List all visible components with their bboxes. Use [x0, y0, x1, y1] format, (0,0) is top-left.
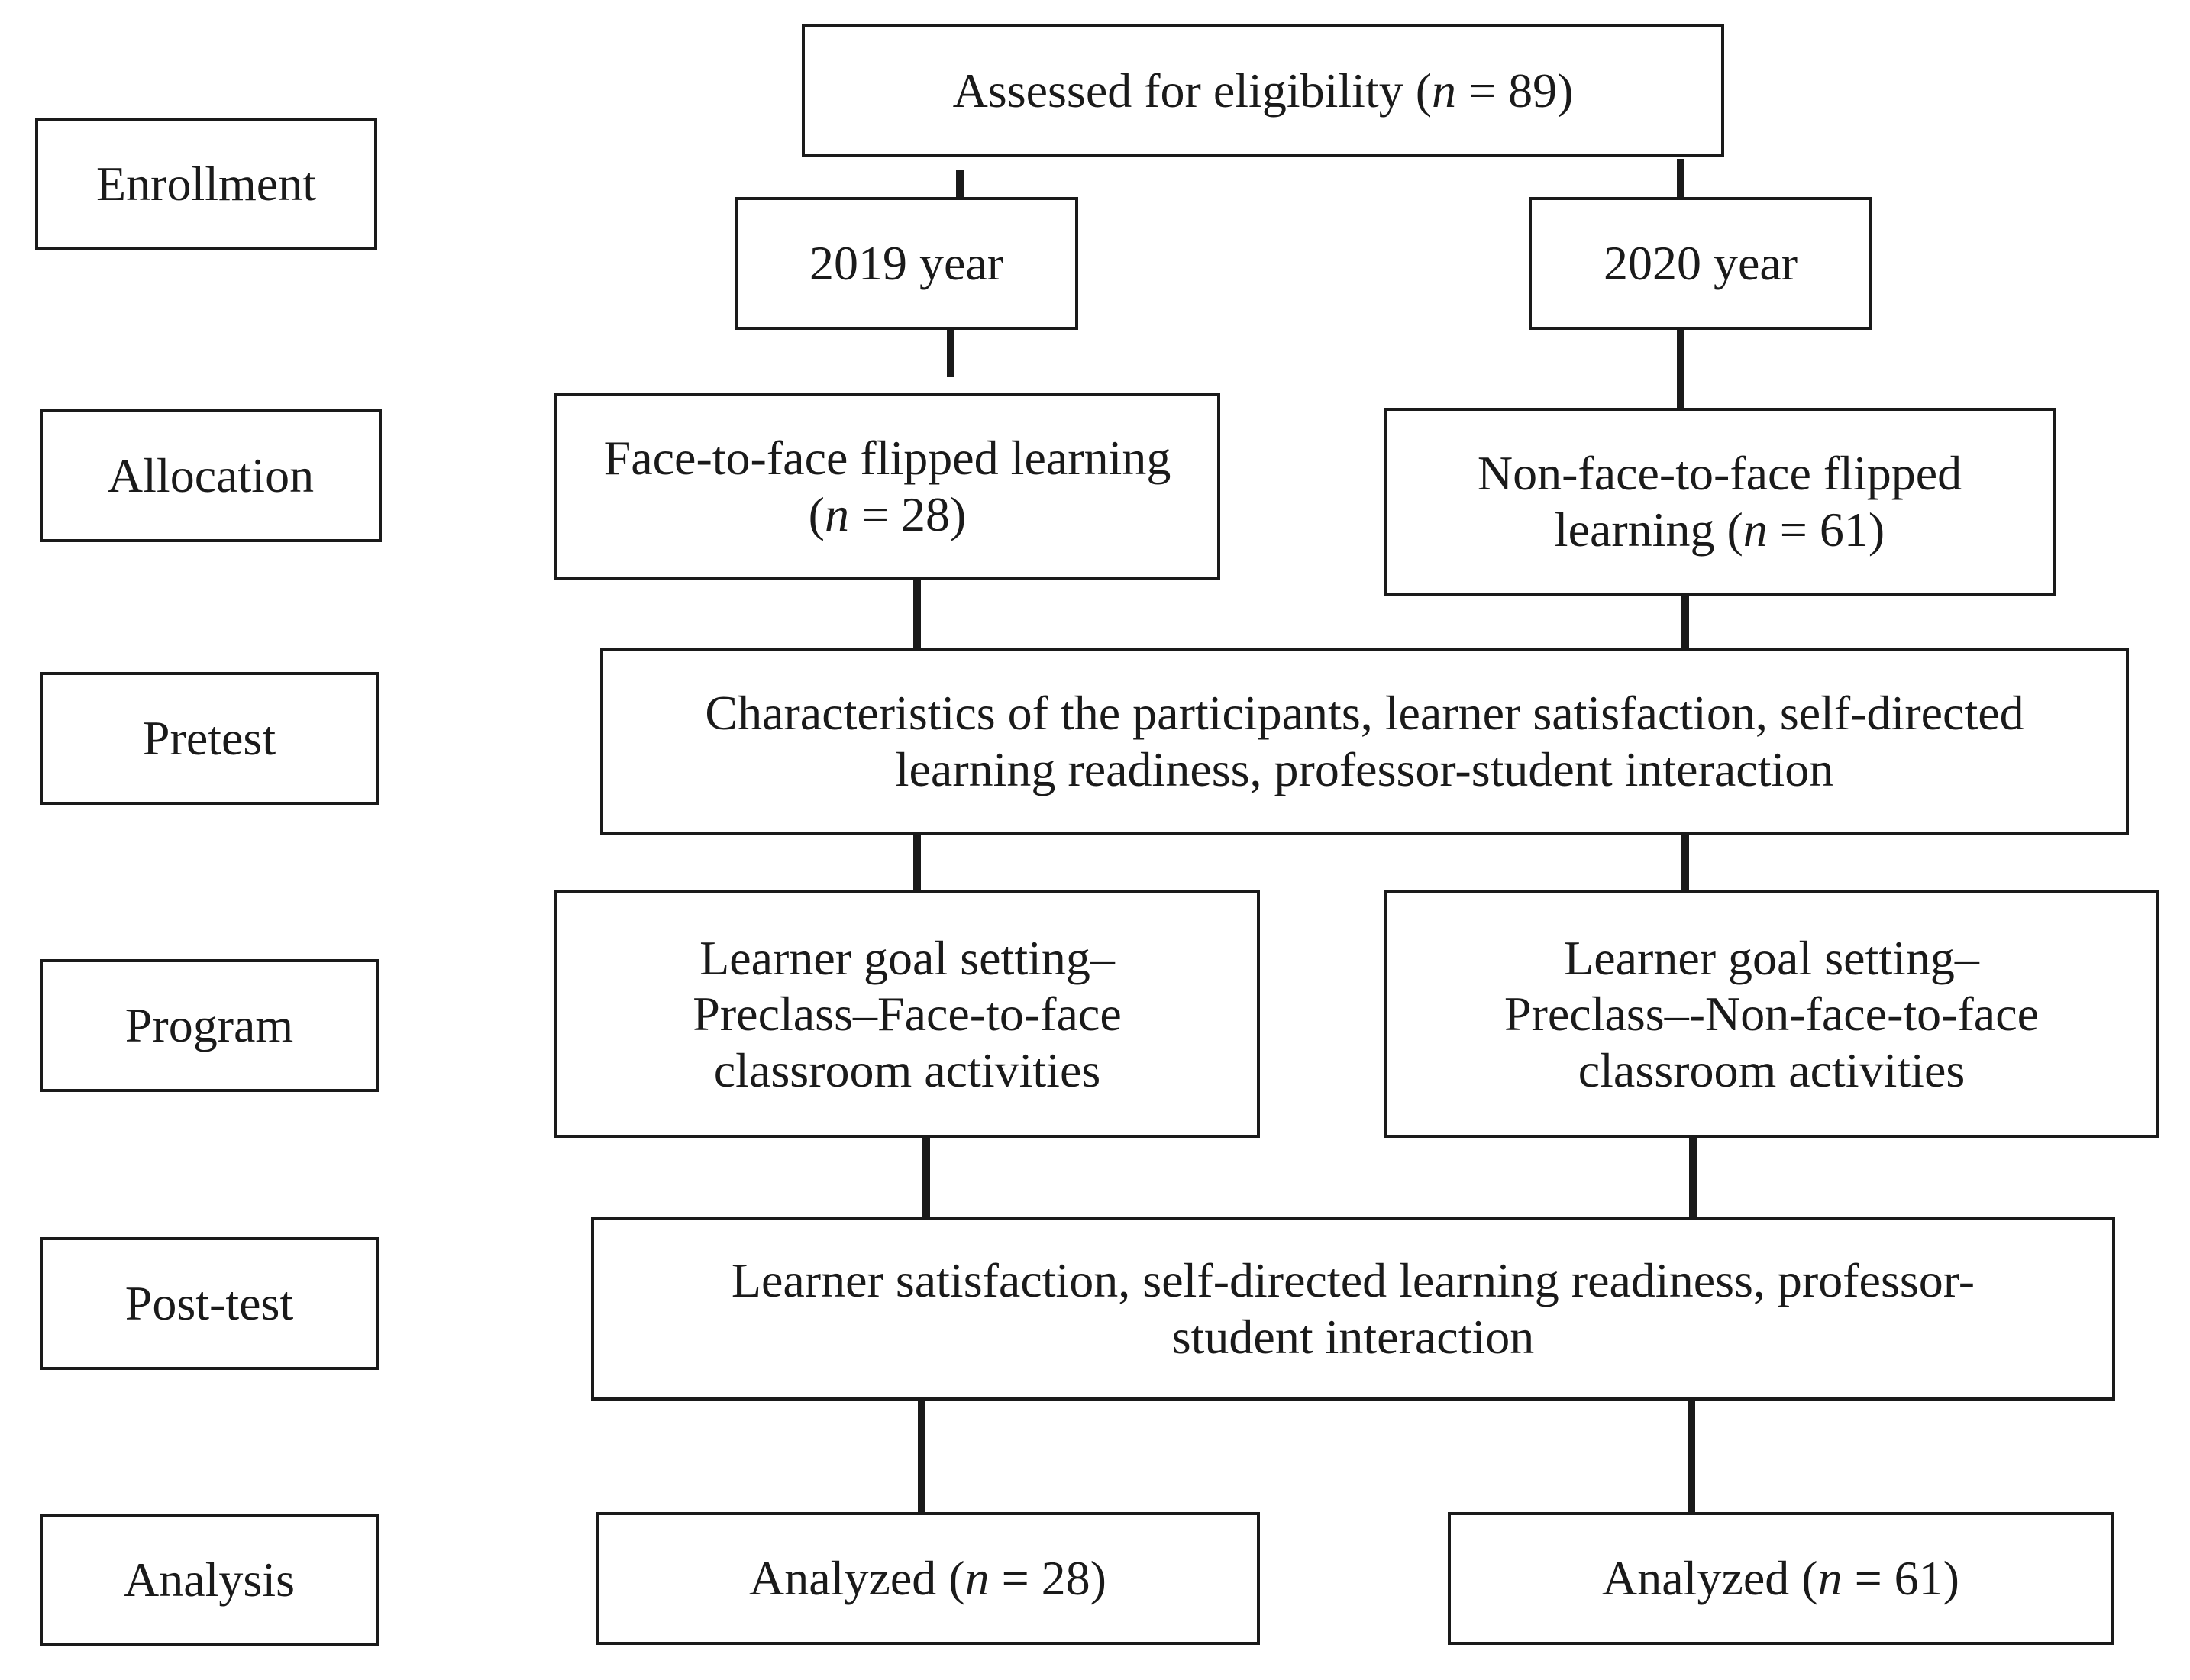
assessed-eligibility-text: Assessed for eligibility (n = 89) [952, 63, 1574, 118]
program-nf2f-line2: Preclass–-Non-face-to-face [1504, 987, 2040, 1042]
nf2f-flipped-learning-box: Non-face-to-face flipped learning (n = 6… [1384, 408, 2056, 596]
year-2019-label: 2019 year [809, 236, 1004, 291]
stage-posttest: Post-test [40, 1237, 379, 1370]
analyzed-61-box: Analyzed (n = 61) [1448, 1512, 2114, 1645]
connector-nf2f-pretest [1681, 596, 1689, 648]
year-2020-box: 2020 year [1529, 197, 1872, 330]
program-nf2f-line1: Learner goal setting– [1564, 930, 1979, 985]
connector-2020-nf2f [1677, 330, 1684, 409]
posttest-measures-line1: Learner satisfaction, self-directed lear… [731, 1253, 1975, 1308]
assessed-eligibility-box: Assessed for eligibility (n = 89) [802, 24, 1724, 157]
stage-program: Program [40, 959, 379, 1092]
connector-2019-f2f [947, 330, 954, 377]
program-nf2f-box: Learner goal setting– Preclass–-Non-face… [1384, 890, 2159, 1138]
connector-assessed-2019 [956, 170, 964, 199]
f2f-flipped-learning-line2: (n = 28) [808, 487, 967, 541]
stage-posttest-label: Post-test [124, 1276, 294, 1330]
connector-assessed-2020 [1677, 159, 1684, 199]
connector-posttest-analyzed-right [1688, 1401, 1695, 1512]
nf2f-flipped-learning-line2: learning (n = 61) [1554, 502, 1885, 557]
year-2019-box: 2019 year [735, 197, 1078, 330]
program-f2f-line1: Learner goal setting– [699, 930, 1115, 985]
connector-program-posttest-right [1689, 1138, 1697, 1219]
f2f-flipped-learning-box: Face-to-face flipped learning (n = 28) [554, 393, 1220, 580]
year-2020-label: 2020 year [1603, 236, 1798, 291]
stage-allocation-label: Allocation [107, 448, 315, 502]
pretest-measures-line2: learning readiness, professor-student in… [895, 742, 1834, 796]
connector-pretest-program-right [1681, 835, 1689, 890]
program-nf2f-line3: classroom activities [1578, 1042, 1966, 1097]
stage-enrollment: Enrollment [35, 118, 377, 250]
analyzed-61-text: Analyzed (n = 61) [1602, 1551, 1959, 1606]
program-f2f-line3: classroom activities [713, 1042, 1101, 1097]
analyzed-28-box: Analyzed (n = 28) [596, 1512, 1260, 1645]
posttest-measures-box: Learner satisfaction, self-directed lear… [591, 1217, 2115, 1401]
stage-pretest-label: Pretest [142, 711, 276, 765]
connector-pretest-program-left [913, 835, 921, 890]
stage-program-label: Program [124, 998, 294, 1052]
program-f2f-line2: Preclass–Face-to-face [693, 987, 1122, 1042]
stage-enrollment-label: Enrollment [96, 157, 316, 211]
f2f-flipped-learning-line1: Face-to-face flipped learning [603, 431, 1171, 486]
stage-analysis: Analysis [40, 1514, 379, 1646]
connector-program-posttest-left [922, 1138, 930, 1219]
connector-posttest-analyzed-left [918, 1401, 925, 1512]
nf2f-flipped-learning-line1: Non-face-to-face flipped [1477, 446, 1962, 501]
stage-analysis-label: Analysis [124, 1552, 295, 1607]
posttest-measures-line2: student interaction [1171, 1310, 1535, 1364]
pretest-measures-box: Characteristics of the participants, lea… [600, 648, 2129, 835]
pretest-measures-line1: Characteristics of the participants, lea… [705, 686, 2024, 741]
stage-pretest: Pretest [40, 672, 379, 805]
program-f2f-box: Learner goal setting– Preclass–Face-to-f… [554, 890, 1260, 1138]
connector-f2f-pretest [913, 580, 921, 648]
analyzed-28-text: Analyzed (n = 28) [749, 1551, 1106, 1606]
stage-allocation: Allocation [40, 409, 382, 542]
